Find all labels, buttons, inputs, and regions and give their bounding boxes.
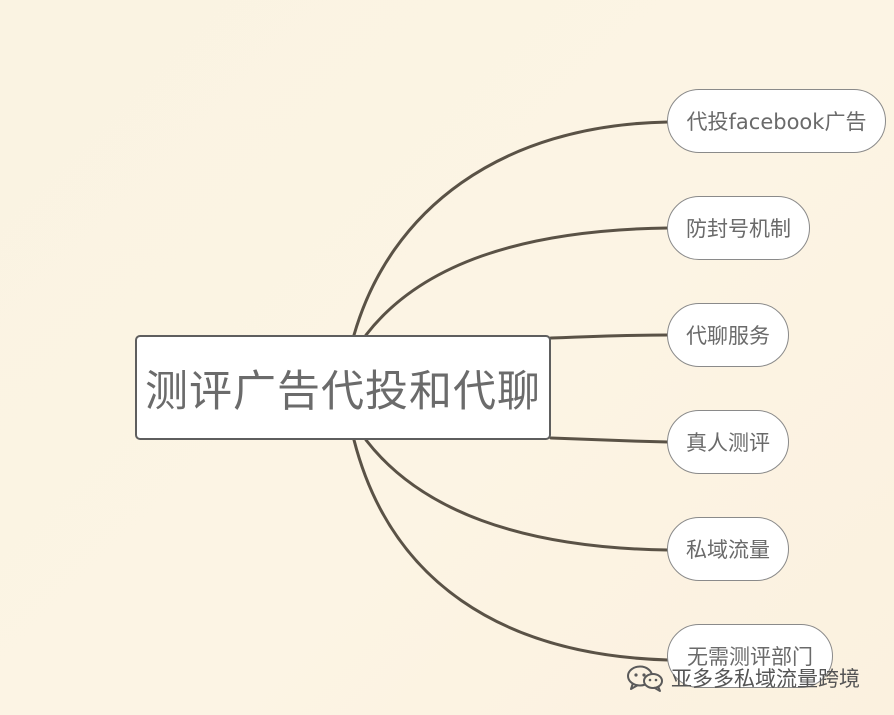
watermark-text: 亚多多私域流量跨境	[671, 667, 860, 691]
branch-node-chat-service[interactable]: 代聊服务	[667, 303, 789, 367]
branch-label: 私域流量	[686, 538, 770, 562]
branch-node-no-review-dept[interactable]: 无需测评部门	[667, 624, 833, 688]
branch-label: 真人测评	[686, 431, 770, 455]
connector-5	[364, 438, 670, 552]
root-topic-node[interactable]: 测评广告代投和代聊	[135, 335, 551, 440]
branch-label: 无需测评部门	[687, 645, 813, 669]
connector-1	[352, 120, 670, 337]
watermark: 亚多多私域流量跨境	[625, 660, 860, 696]
branch-label: 代投facebook广告	[686, 110, 867, 134]
branch-node-private-traffic[interactable]: 私域流量	[667, 517, 789, 581]
connector-3	[549, 333, 670, 340]
wechat-bubble-icon	[625, 663, 665, 693]
branch-node-anti-ban[interactable]: 防封号机制	[667, 196, 810, 260]
branch-node-real-review[interactable]: 真人测评	[667, 410, 789, 474]
branch-label: 代聊服务	[686, 324, 770, 348]
connector-2	[364, 226, 670, 337]
connector-6	[352, 438, 670, 662]
branch-label: 防封号机制	[686, 217, 791, 241]
branch-node-facebook-ads[interactable]: 代投facebook广告	[667, 89, 886, 153]
root-topic-label: 测评广告代投和代聊	[145, 366, 541, 417]
connector-4	[549, 436, 670, 444]
